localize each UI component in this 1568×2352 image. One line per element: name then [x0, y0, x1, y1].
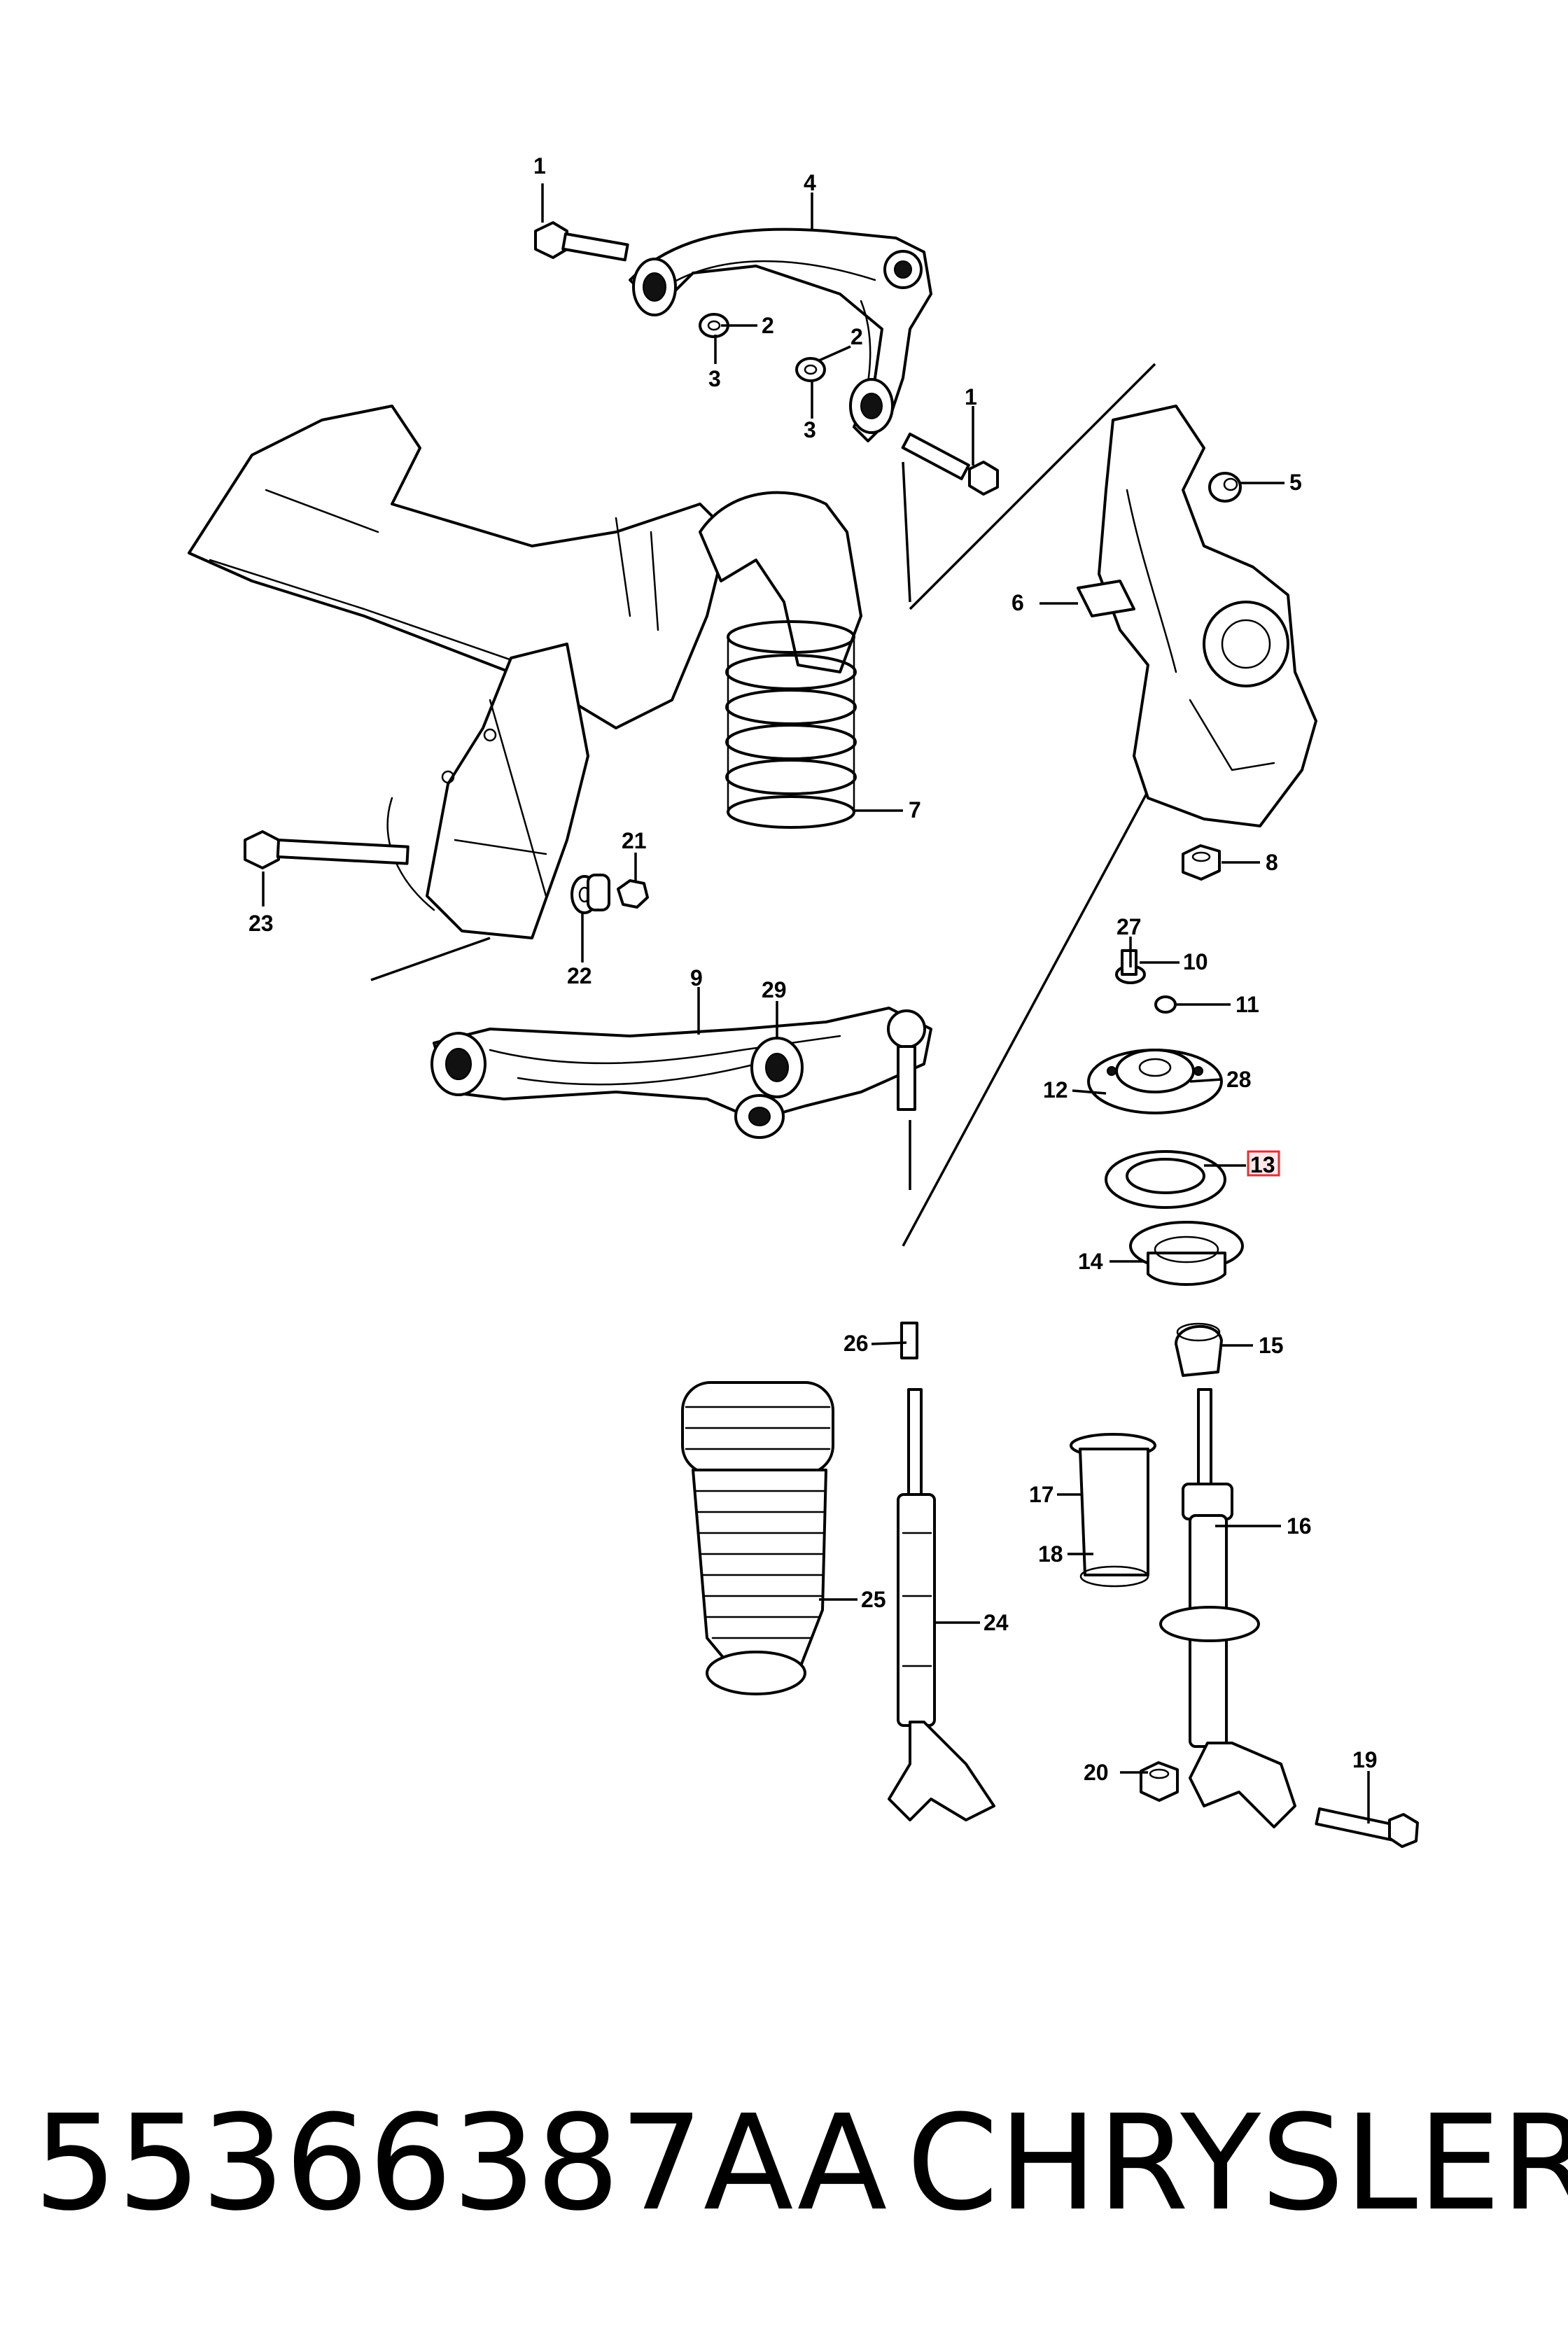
callout-1a: 1 — [533, 153, 546, 178]
callout-13[interactable]: 13 — [1250, 1152, 1275, 1177]
shock-absorber-24 — [888, 1322, 995, 1821]
callout-labels: 1 4 2 3 2 3 1 5 6 7 8 9 29 27 10 11 12 2… — [248, 153, 1378, 1785]
callout-15: 15 — [1259, 1333, 1284, 1358]
lower-spring-isolator — [1129, 1221, 1244, 1286]
callout-16: 16 — [1287, 1513, 1312, 1539]
long-bolt — [244, 830, 410, 869]
callout-9: 9 — [690, 965, 703, 990]
footer: 55366387AA CHRYSLER — [34, 2087, 1568, 2240]
callout-2a: 2 — [762, 313, 774, 338]
callout-14: 14 — [1078, 1249, 1103, 1274]
callout-21: 21 — [622, 828, 647, 853]
callout-11: 11 — [1236, 992, 1259, 1017]
frame-crossmember — [188, 405, 862, 939]
washer-cam-right — [795, 357, 826, 382]
brand-name: CHRYSLER — [906, 2087, 1568, 2240]
nut-20 — [1140, 1761, 1179, 1802]
part-number: 55366387AA — [34, 2087, 887, 2240]
callout-10: 10 — [1183, 949, 1208, 974]
callout-5: 5 — [1289, 470, 1302, 495]
jounce-bumper — [1175, 1322, 1223, 1377]
lower-control-arm — [430, 1007, 932, 1139]
upper-strut-mount — [1087, 1049, 1223, 1114]
callout-3b: 3 — [804, 417, 816, 442]
callout-17: 17 — [1029, 1482, 1054, 1507]
spring-isolator — [1105, 1150, 1226, 1209]
nut-8 — [1182, 844, 1221, 881]
callout-4: 4 — [804, 170, 816, 195]
callout-13-highlight — [1247, 1150, 1280, 1177]
callout-23: 23 — [248, 911, 274, 936]
callout-22: 22 — [567, 963, 592, 988]
bolt-upper-right — [901, 432, 999, 496]
explosion-lines — [370, 363, 1156, 1247]
callout-8: 8 — [1266, 850, 1278, 875]
callout-6: 6 — [1011, 590, 1024, 615]
callout-12: 12 — [1043, 1077, 1068, 1102]
callout-25: 25 — [861, 1587, 886, 1612]
callout-20: 20 — [1084, 1760, 1109, 1785]
callout-28: 28 — [1226, 1067, 1252, 1092]
dust-boot — [1070, 1433, 1156, 1588]
callout-26: 26 — [844, 1331, 869, 1356]
nut-21 — [617, 879, 649, 909]
callout-24: 24 — [983, 1610, 1009, 1635]
callout-29: 29 — [762, 977, 787, 1002]
upper-control-arm — [629, 227, 932, 442]
callout-27: 27 — [1116, 914, 1142, 939]
callout-1b: 1 — [965, 384, 977, 410]
coil-spring — [725, 620, 857, 829]
callout-18: 18 — [1038, 1541, 1063, 1567]
nut-5 — [1208, 472, 1242, 503]
cam-washer — [570, 874, 610, 914]
callout-2b: 2 — [850, 324, 863, 349]
steering-knuckle — [1077, 405, 1317, 827]
callout-3a: 3 — [708, 366, 721, 391]
bolt-upper-left — [534, 221, 629, 262]
callout-7: 7 — [909, 797, 921, 822]
leader-lines — [262, 183, 1370, 1823]
bolt-19 — [1315, 1807, 1419, 1848]
shock-absorber-16 — [1159, 1388, 1296, 1828]
nut-11 — [1154, 995, 1177, 1014]
air-spring-bellows — [681, 1381, 834, 1695]
callout-19: 19 — [1352, 1747, 1378, 1772]
